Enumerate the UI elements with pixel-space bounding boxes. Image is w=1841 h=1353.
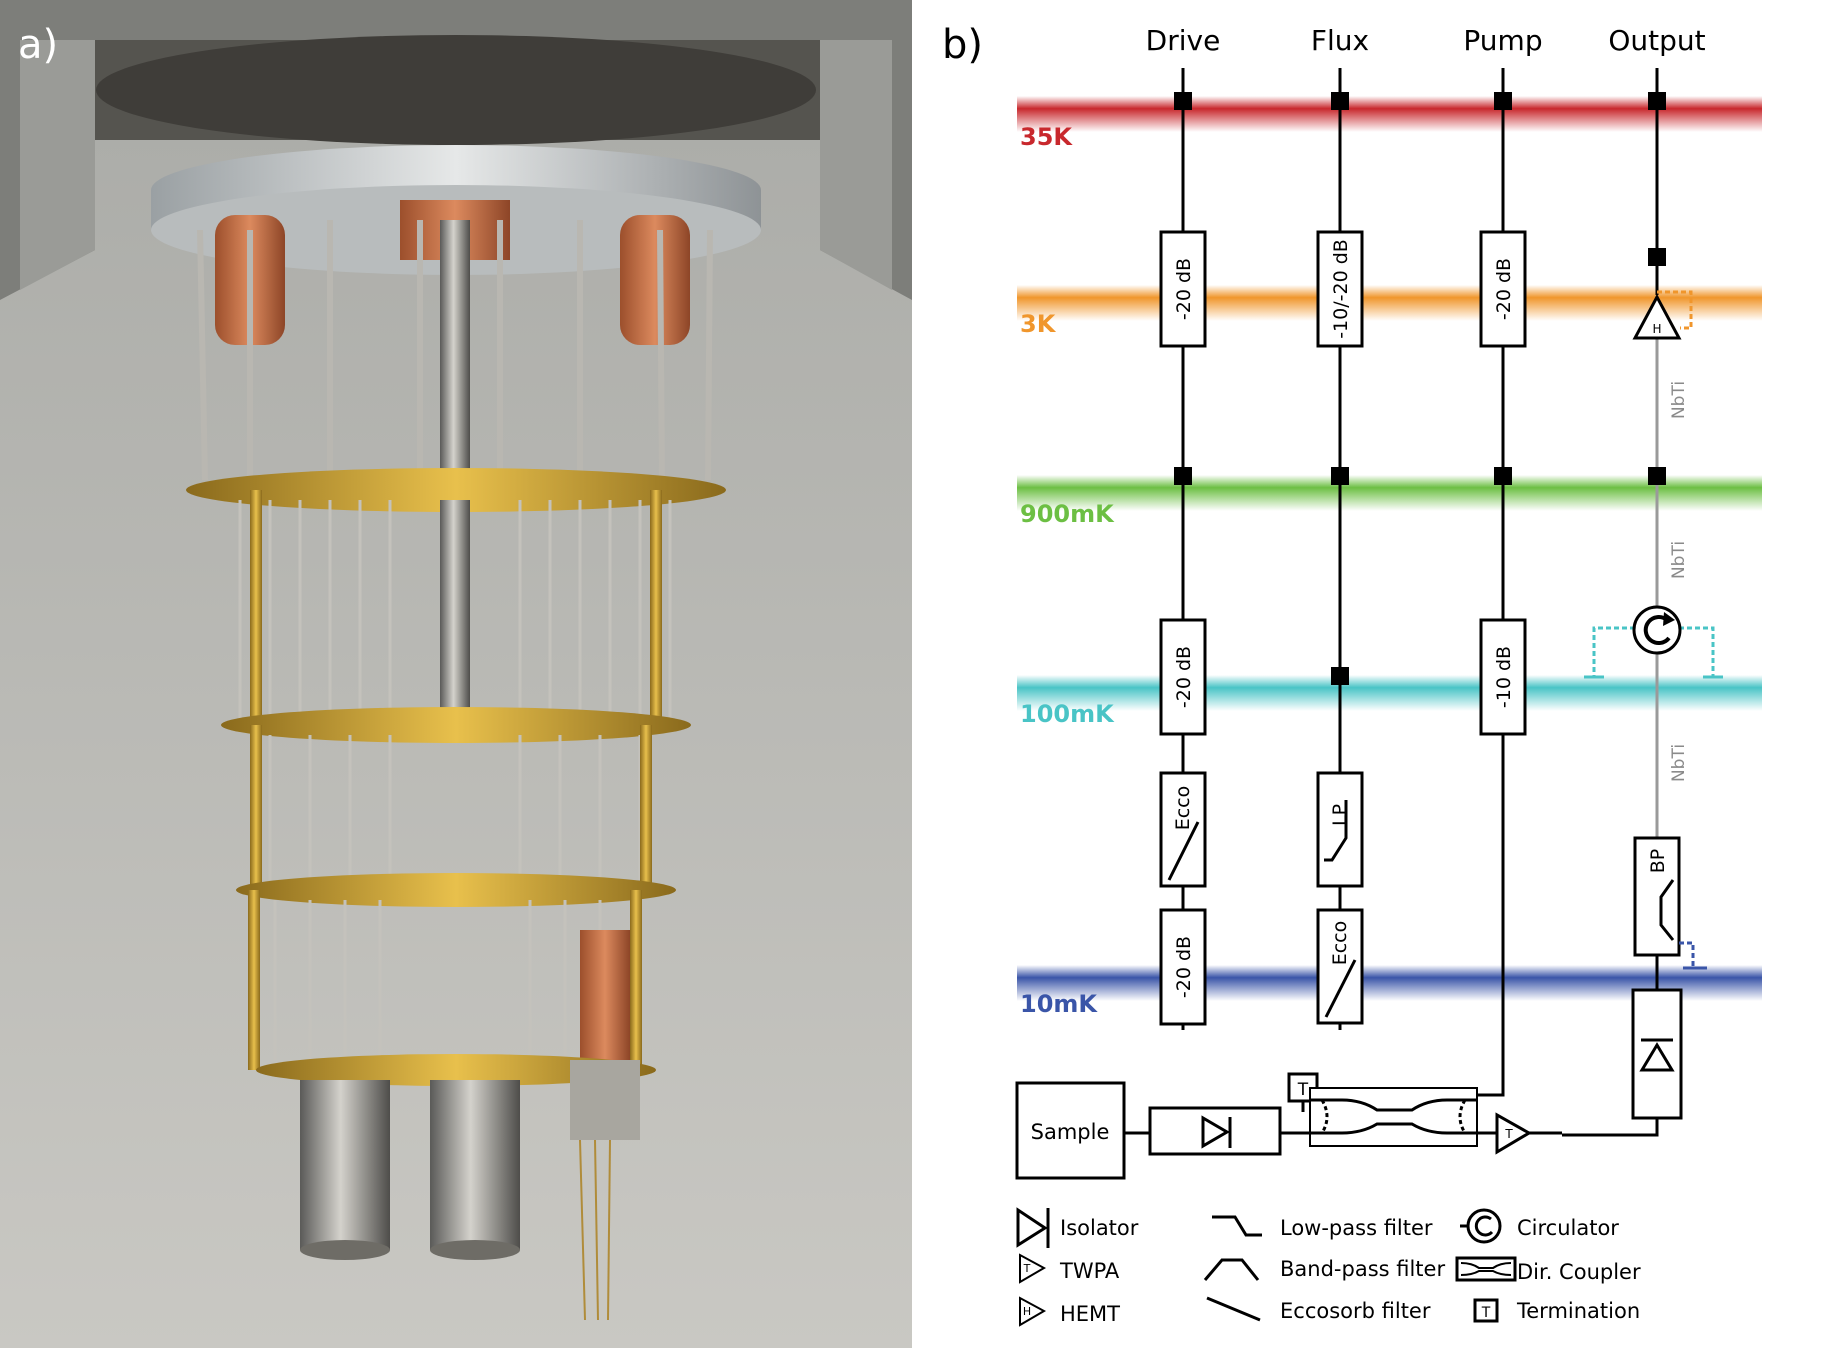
legend: Isolator T TWPA H HEMT Low-pass filter B… [1016,1207,1641,1327]
panel-b-label: b) [942,22,983,68]
svg-text:-20 dB: -20 dB [1173,936,1195,998]
column-header-flux: Flux [1311,24,1369,57]
svg-text:-20 dB: -20 dB [1173,258,1195,320]
legend-eccosorb-label: Eccosorb filter [1280,1299,1431,1323]
flux-thermalization-900mk [1331,467,1349,485]
svg-text:T: T [1297,1080,1309,1100]
flux-attenuator-3k: -10/-20 dB [1316,230,1364,348]
panel-a-label: a) [18,22,59,68]
sample-label: Sample [1031,1120,1110,1144]
output-thermalization-35k [1648,92,1666,110]
sample-box: Sample [1015,1081,1126,1180]
svg-text:-10 dB: -10 dB [1493,646,1515,708]
legend-circulator-label: Circulator [1517,1216,1619,1240]
svg-text:T: T [1481,1305,1491,1321]
legend-isolator-label: Isolator [1060,1216,1139,1240]
legend-termination-icon: T [1473,1298,1499,1323]
drive-thermalization-35k [1174,92,1192,110]
flux-lowpass-filter: LP [1316,771,1364,888]
wiring-diagram: b) Drive Flux Pump Output 35K 3K 900mK 1… [942,22,1762,1327]
flux-eccosorb-filter: Ecco [1316,908,1364,1025]
legend-circulator-icon [1460,1208,1502,1244]
drive-attenuator-3k: -20 dB [1159,230,1207,348]
drive-thermalization-900mk [1174,467,1192,485]
legend-bandpass-icon [1203,1258,1260,1281]
cryostat-photo-panel: a) [0,0,912,1348]
drive-attenuator-10mk: -20 dB [1159,908,1207,1026]
legend-isolator-icon [1016,1207,1050,1248]
twpa-amplifier-icon: T [1495,1112,1532,1155]
flux-thermalization-35k [1331,92,1349,110]
stage-label-10mk: 10mK [1020,990,1098,1018]
stage-label-35k: 35K [1020,123,1073,151]
svg-text:Ecco: Ecco [1329,921,1351,966]
legend-twpa-icon: T [1019,1253,1047,1284]
column-header-pump: Pump [1463,24,1542,57]
svg-text:LP: LP [1329,804,1351,826]
nbti-label-3: NbTi [1669,744,1689,782]
nbti-label-2: NbTi [1669,541,1689,579]
pump-attenuator-100mk: -10 dB [1479,618,1527,736]
legend-lowpass-label: Low-pass filter [1280,1216,1433,1240]
stage-band-900mk [1017,475,1762,511]
stage-label-3k: 3K [1020,310,1057,338]
svg-text:T: T [1023,1262,1031,1275]
pump-thermalization-35k [1494,92,1512,110]
stage-band-35k [1017,96,1762,132]
svg-text:-10/-20 dB: -10/-20 dB [1330,239,1352,339]
hemt-amplifier-icon: H [1632,290,1693,340]
stage-band-100mk [1017,675,1762,711]
pump-attenuator-3k: -20 dB [1479,230,1527,348]
wiring-diagram-panel: b) Drive Flux Pump Output 35K 3K 900mK 1… [912,0,1841,1348]
stage-band-3k [1017,285,1762,321]
legend-lowpass-icon [1212,1215,1262,1237]
drive-eccosorb-filter: Ecco [1159,771,1207,888]
legend-coupler-icon [1455,1256,1517,1282]
directional-coupler [1309,1087,1478,1147]
pump-thermalization-900mk [1494,467,1512,485]
svg-text:-20 dB: -20 dB [1173,646,1195,708]
svg-text:T: T [1504,1127,1513,1141]
output-isolator [1631,988,1683,1120]
output-line-return [1562,1118,1659,1137]
svg-text:H: H [1652,322,1661,336]
column-header-output: Output [1608,24,1705,57]
output-bandpass-filter: BP [1633,836,1707,970]
drive-attenuator-100mk: -20 dB [1159,618,1207,736]
output-thermalization-3k [1648,248,1666,266]
pump-line [1477,68,1505,1097]
cryostat-photo [0,0,912,1348]
legend-bandpass-label: Band-pass filter [1280,1257,1445,1281]
svg-text:-20 dB: -20 dB [1493,258,1515,320]
output-thermalization-900mk [1648,467,1666,485]
nbti-label-1: NbTi [1669,381,1689,419]
column-header-drive: Drive [1146,24,1221,57]
legend-coupler-label: Dir. Coupler [1517,1260,1641,1284]
flux-thermalization-100mk [1331,667,1349,685]
stage-label-900mk: 900mK [1020,500,1115,528]
legend-hemt-label: HEMT [1060,1302,1120,1326]
svg-text:BP: BP [1647,849,1669,874]
circulator-icon [1584,605,1723,679]
legend-termination-label: Termination [1516,1299,1640,1323]
legend-hemt-icon: H [1019,1296,1047,1327]
stage-label-100mk: 100mK [1020,700,1115,728]
legend-twpa-label: TWPA [1059,1259,1120,1283]
svg-text:Ecco: Ecco [1172,786,1194,831]
sample-isolator [1148,1106,1282,1156]
legend-eccosorb-icon [1206,1296,1261,1322]
svg-text:H: H [1023,1305,1031,1318]
